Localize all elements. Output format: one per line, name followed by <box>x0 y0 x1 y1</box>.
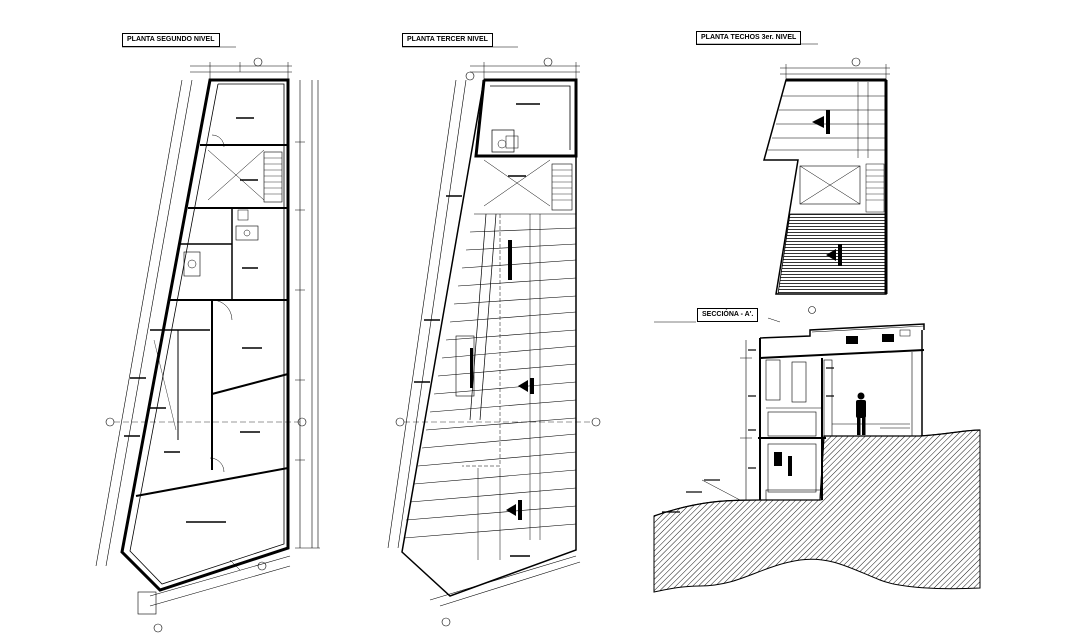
title-planta-segundo-nivel: PLANTA SEGUNDO NIVEL <box>122 33 220 47</box>
human-figure <box>856 392 866 435</box>
title-planta-techos: PLANTA TECHOS 3er. NIVEL <box>696 31 802 45</box>
plan-roof <box>696 43 890 314</box>
title-planta-tercer-nivel: PLANTA TERCER NIVEL <box>402 33 493 47</box>
plan-third-level <box>387 46 601 627</box>
section-a-a <box>653 317 981 593</box>
roof-slats <box>403 213 577 539</box>
plan-second-level <box>95 46 320 633</box>
title-seccion-a: SECCIÓNA - A'. <box>697 308 759 322</box>
